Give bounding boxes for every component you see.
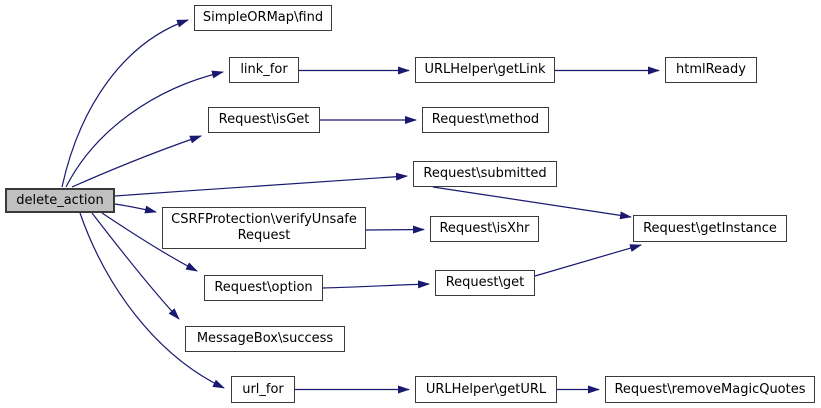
node-url-for[interactable]: url_for <box>231 376 295 403</box>
node-request-removemagicquotes[interactable]: Request\removeMagicQuotes <box>605 376 815 403</box>
node-request-isget[interactable]: Request\isGet <box>208 107 320 133</box>
edge-delete-action-to-request-isget <box>71 135 202 188</box>
edge-csrfprotection-verifyunsaferequest-to-request-isxhr <box>365 225 425 234</box>
node-request-isxhr[interactable]: Request\isXhr <box>430 216 539 242</box>
edge-request-submitted-to-request-getinstance <box>432 186 632 220</box>
node-htmlready[interactable]: htmlReady <box>665 57 757 83</box>
node-csrfprotection-verifyunsaferequest[interactable]: CSRFProtection\verifyUnsafe Request <box>162 207 366 249</box>
edge-delete-action-to-request-option <box>101 212 198 272</box>
edge-delete-action-to-csrfprotection-verifyunsaferequest <box>114 203 157 214</box>
node-messagebox-success[interactable]: MessageBox\success <box>185 326 345 352</box>
edge-delete-action-to-simpleormap-find <box>61 19 189 188</box>
edge-request-get-to-request-getinstance <box>534 244 642 277</box>
node-request-getinstance[interactable]: Request\getInstance <box>633 215 787 242</box>
node-urlhelper-getlink[interactable]: URLHelper\getLink <box>415 57 555 83</box>
node-request-submitted[interactable]: Request\submitted <box>413 161 557 187</box>
node-link-for[interactable]: link_for <box>229 57 299 83</box>
node-request-option[interactable]: Request\option <box>204 275 323 301</box>
edge-group <box>61 19 660 394</box>
edge-delete-action-to-url-for <box>79 212 225 389</box>
node-delete-action[interactable]: delete_action <box>5 188 115 213</box>
node-urlhelper-geturl[interactable]: URLHelper\getURL <box>415 376 557 403</box>
edge-delete-action-to-request-submitted <box>114 172 408 197</box>
node-request-method[interactable]: Request\method <box>422 107 549 133</box>
node-simpleormap-find[interactable]: SimpleORMap\find <box>194 5 332 31</box>
edge-delete-action-to-messagebox-success <box>91 212 180 320</box>
edge-delete-action-to-link-for <box>65 70 224 188</box>
node-request-get[interactable]: Request\get <box>435 270 535 296</box>
edge-request-option-to-request-get <box>322 280 430 289</box>
